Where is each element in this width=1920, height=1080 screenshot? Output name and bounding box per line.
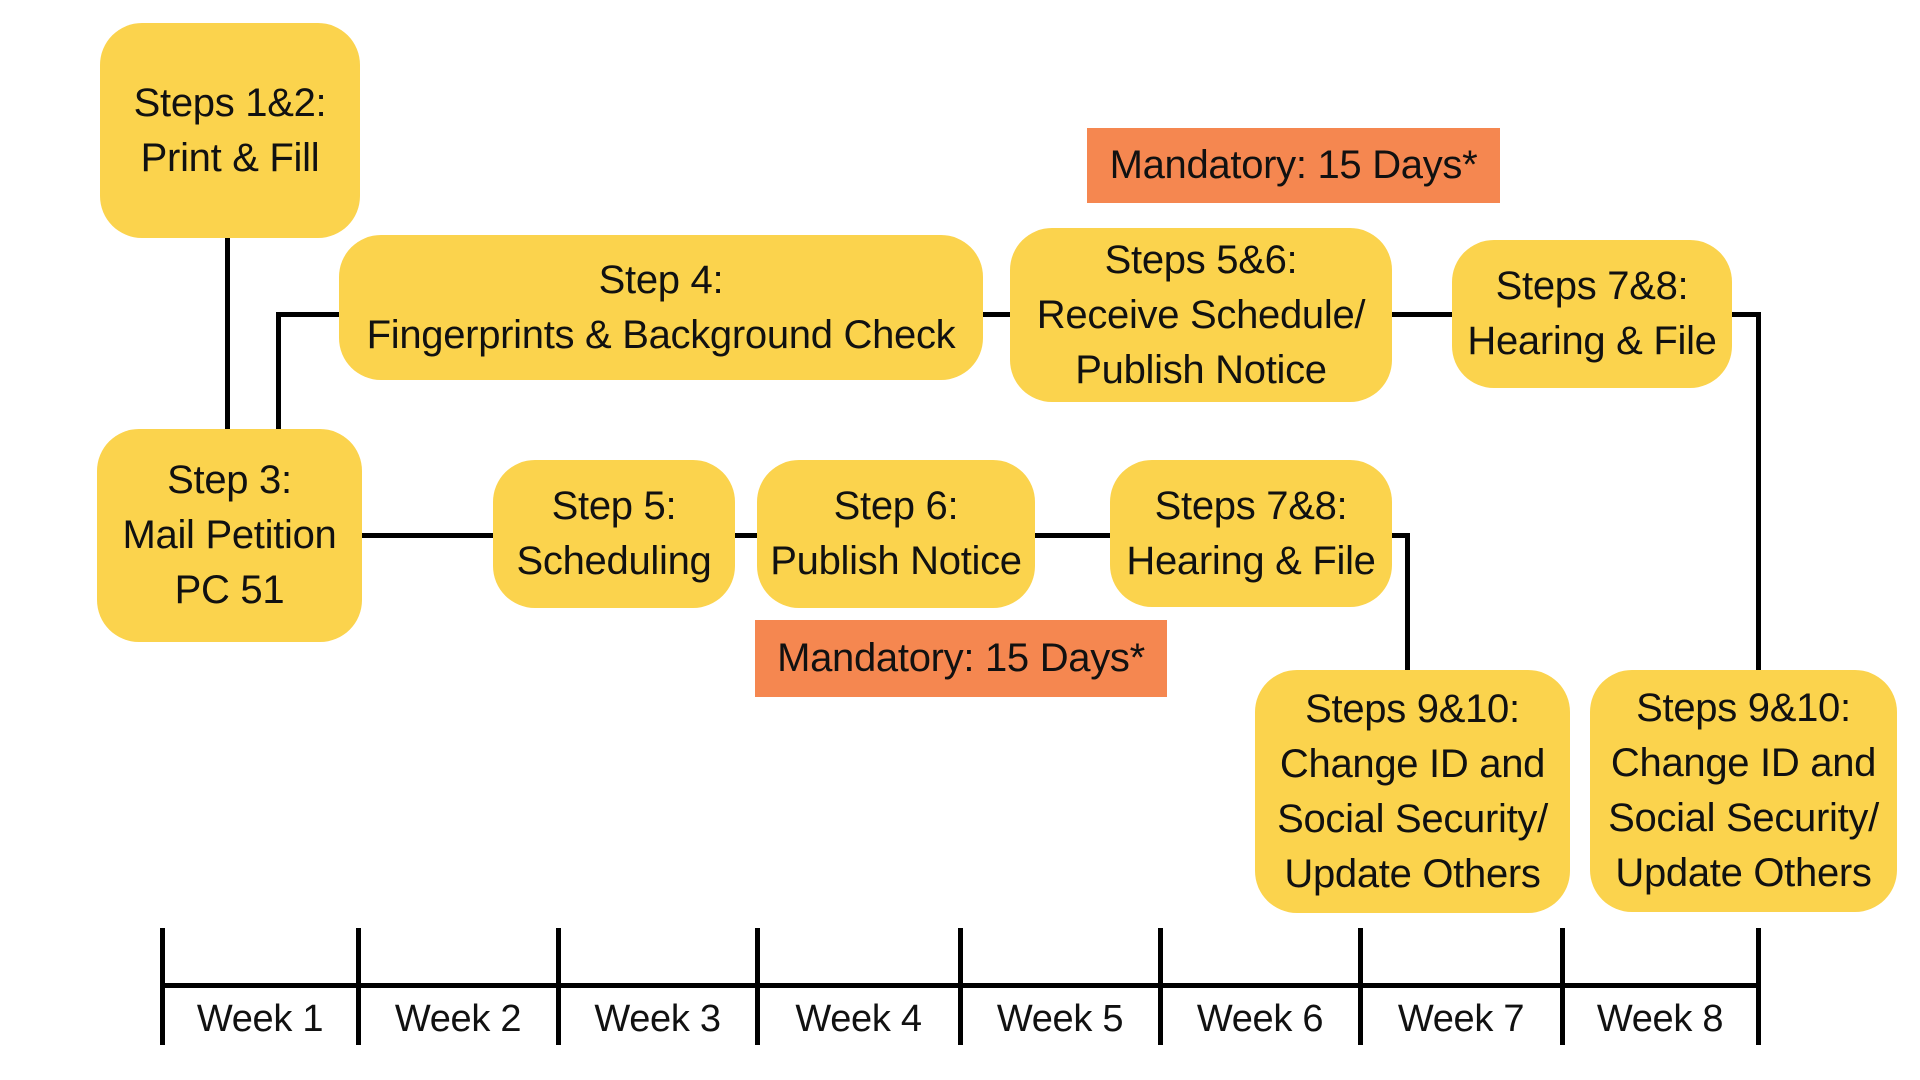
timeline-tick bbox=[1158, 928, 1163, 1045]
node-line: Change ID and bbox=[1279, 741, 1546, 786]
timeline-tick bbox=[356, 928, 361, 1045]
node-line: Steps 9&10: bbox=[1636, 686, 1851, 730]
connector-step3-step4-vertical bbox=[276, 312, 281, 429]
timeline-tick bbox=[1560, 928, 1565, 1045]
node-steps-9-10-right: Steps 9&10: Change ID and Social Securit… bbox=[1590, 670, 1897, 912]
node-line: Steps 7&8: bbox=[1495, 264, 1689, 308]
node-line: Steps 9&10: bbox=[1305, 686, 1520, 731]
node-line: Publish Notice bbox=[770, 539, 1022, 583]
node-line: Social Security/ bbox=[1277, 796, 1548, 841]
node-steps-9-10-left: Steps 9&10: Change ID and Social Securit… bbox=[1255, 670, 1570, 913]
connector-step4-steps56 bbox=[983, 312, 1010, 317]
mandatory-label-top: Mandatory: 15 Days* bbox=[1087, 128, 1500, 203]
connector-steps56-steps78top bbox=[1392, 312, 1452, 317]
node-line: Update Others bbox=[1615, 851, 1872, 895]
connector-steps78bottom-elbow bbox=[1392, 533, 1410, 538]
timeline-week-label: Week 8 bbox=[1596, 997, 1724, 1040]
timeline-week-label: Week 5 bbox=[996, 997, 1124, 1040]
node-line: Change ID and bbox=[1610, 741, 1877, 785]
node-line: Hearing & File bbox=[1467, 319, 1717, 363]
node-line: Step 5: bbox=[551, 484, 677, 528]
timeline-tick bbox=[755, 928, 760, 1045]
node-steps-1-2: Steps 1&2: Print & Fill bbox=[100, 23, 360, 238]
connector-step6-steps78bottom bbox=[1035, 533, 1110, 538]
connector-step3-step5 bbox=[362, 533, 493, 538]
node-line: Step 6: bbox=[833, 484, 959, 528]
node-line: Social Security/ bbox=[1608, 796, 1879, 840]
node-line: Print & Fill bbox=[140, 135, 320, 180]
timeline-tick bbox=[958, 928, 963, 1045]
connector-steps78top-elbow bbox=[1732, 312, 1761, 317]
connector-step5-step6 bbox=[735, 533, 757, 538]
connector-step3-step4-horizontal bbox=[276, 312, 339, 317]
mandatory-label-top-text: Mandatory: 15 Days* bbox=[1109, 143, 1478, 187]
timeline-tick bbox=[1358, 928, 1363, 1045]
node-step-5: Step 5: Scheduling bbox=[493, 460, 735, 608]
timeline-week-label: Week 4 bbox=[795, 997, 922, 1040]
node-line: Step 4: bbox=[598, 257, 724, 302]
node-line: Step 3: bbox=[167, 458, 292, 502]
connector-steps78top-steps910right bbox=[1756, 312, 1761, 670]
timeline-week-label: Week 1 bbox=[196, 997, 324, 1040]
node-line: Mail Petition bbox=[122, 513, 337, 557]
mandatory-label-bottom: Mandatory: 15 Days* bbox=[755, 620, 1167, 697]
mandatory-label-bottom-text: Mandatory: 15 Days* bbox=[777, 636, 1145, 680]
node-line: Steps 7&8: bbox=[1154, 483, 1348, 528]
node-step-6: Step 6: Publish Notice bbox=[757, 460, 1035, 608]
timeline-week-label: Week 6 bbox=[1196, 997, 1324, 1040]
node-line: PC 51 bbox=[174, 568, 285, 612]
connector-steps12-step3 bbox=[225, 238, 230, 429]
node-step-3: Step 3: Mail Petition PC 51 bbox=[97, 429, 362, 642]
node-line: Scheduling bbox=[516, 539, 712, 583]
timeline-week-label: Week 2 bbox=[394, 997, 522, 1040]
node-line: Update Others bbox=[1284, 851, 1541, 896]
timeline-week-label: Week 7 bbox=[1397, 997, 1525, 1040]
timeline-tick bbox=[1756, 928, 1761, 1045]
node-line: Receive Schedule/ bbox=[1036, 292, 1366, 337]
node-line: Publish Notice bbox=[1075, 347, 1327, 392]
timeline-week-label: Week 3 bbox=[594, 997, 721, 1040]
node-line: Steps 1&2: bbox=[133, 80, 327, 125]
timeline-tick bbox=[160, 928, 165, 1045]
connector-steps78bottom-steps910left bbox=[1405, 533, 1410, 670]
node-step-4: Step 4: Fingerprints & Background Check bbox=[339, 235, 983, 380]
node-line: Steps 5&6: bbox=[1104, 237, 1298, 282]
node-line: Hearing & File bbox=[1126, 538, 1376, 583]
timeline-tick bbox=[556, 928, 561, 1045]
node-line: Fingerprints & Background Check bbox=[366, 312, 956, 357]
node-steps-7-8-top: Steps 7&8: Hearing & File bbox=[1452, 240, 1732, 388]
node-steps-5-6: Steps 5&6: Receive Schedule/ Publish Not… bbox=[1010, 228, 1392, 402]
node-steps-7-8-bottom: Steps 7&8: Hearing & File bbox=[1110, 460, 1392, 607]
